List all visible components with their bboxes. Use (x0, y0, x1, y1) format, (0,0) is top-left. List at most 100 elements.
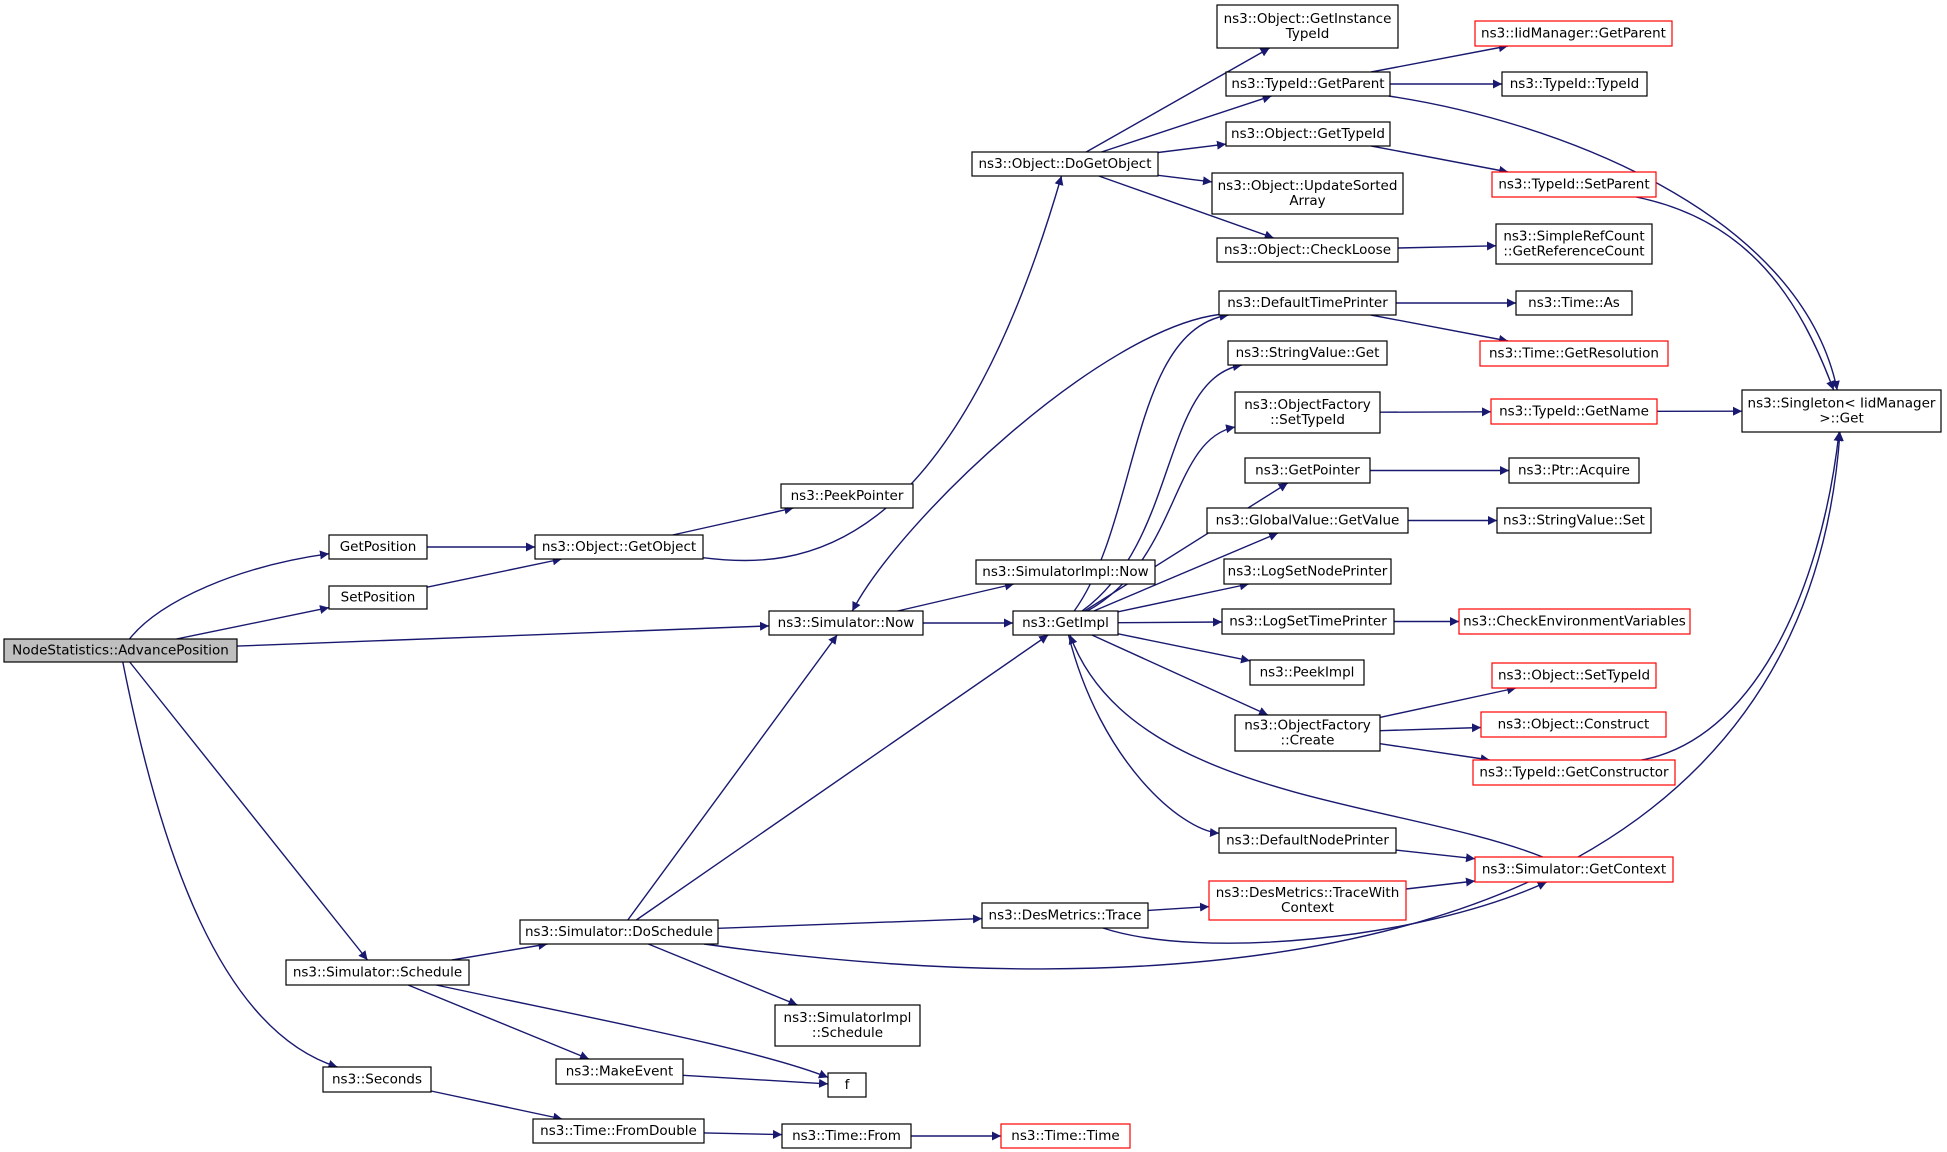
node-box (1458, 608, 1691, 635)
edge-dogetobject-to-object_gettypeid (1157, 140, 1227, 154)
node-typeid-getparent[interactable]: ns3::TypeId::GetParent (1225, 71, 1391, 97)
node-label: ns3::Object::DoGetObject (978, 156, 1151, 172)
node-defaultnodeprinter[interactable]: ns3::DefaultNodePrinter (1218, 827, 1397, 854)
node-dogetobject[interactable]: ns3::Object::DoGetObject (971, 151, 1159, 177)
node-checkenv[interactable]: ns3::CheckEnvironmentVariables (1458, 608, 1691, 635)
node-objectfactory-create[interactable]: ns3::ObjectFactory::Create (1234, 714, 1381, 752)
node-root[interactable]: NodeStatistics::AdvancePosition (3, 638, 238, 663)
node-stringvalue-set[interactable]: ns3::StringValue::Set (1496, 507, 1652, 534)
node-ptr-acquire[interactable]: ns3::Ptr::Acquire (1508, 457, 1640, 484)
node-box (1496, 507, 1652, 534)
edge-checkloose-to-simplerefcount (1397, 241, 1497, 251)
node-typeid-setparent[interactable]: ns3::TypeId::SetParent (1491, 171, 1657, 198)
node-singleton[interactable]: ns3::Singleton< IidManager>::Get (1741, 389, 1942, 433)
edge-layer (122, 43, 1844, 1141)
edge-getimpl-to-objectfactory_create (1091, 634, 1269, 716)
edge-sim_doschedule-to-sim_now (627, 634, 838, 921)
node-label: ::SetTypeId (1270, 412, 1345, 428)
node-box (1223, 558, 1392, 585)
node-getimpl[interactable]: ns3::GetImpl (1012, 610, 1119, 636)
edge-sim_schedule-to-makeevent (407, 984, 590, 1060)
node-box (1216, 237, 1399, 263)
node-label: ns3::Time::From (792, 1128, 901, 1144)
edge-typeid_getparent-to-iidmanager_getparent (1370, 43, 1508, 73)
node-logsetnodeprinter[interactable]: ns3::LogSetNodePrinter (1223, 558, 1392, 585)
node-time-as[interactable]: ns3::Time::As (1515, 290, 1633, 316)
edge-desmetrics_trace-to-desmetrics_tracewith (1147, 902, 1210, 912)
node-makeevent[interactable]: ns3::MakeEvent (555, 1058, 684, 1085)
node-getpointer[interactable]: ns3::GetPointer (1244, 457, 1371, 484)
node-label: ns3::TypeId::GetName (1499, 404, 1649, 420)
node-box (975, 559, 1156, 585)
node-simimpl-schedule[interactable]: ns3::SimulatorImpl::Schedule (774, 1004, 921, 1047)
node-box (1208, 880, 1407, 921)
node-box (1515, 290, 1633, 316)
node-stringvalue-get[interactable]: ns3::StringValue::Get (1227, 340, 1388, 366)
node-box (1225, 121, 1391, 147)
node-box (1221, 608, 1395, 635)
node-label: ns3::Ptr::Acquire (1518, 463, 1630, 479)
node-label: ns3::Simulator::Now (778, 615, 915, 631)
node-label: ns3::CheckEnvironmentVariables (1463, 614, 1686, 630)
node-defaulttimeprinter[interactable]: ns3::DefaultTimePrinter (1218, 290, 1397, 316)
edge-getobject-to-peekpointer (672, 505, 794, 536)
node-label: SetPosition (341, 590, 416, 606)
node-getobject[interactable]: ns3::Object::GetObject (534, 534, 704, 560)
node-box (971, 151, 1159, 177)
node-label: ns3::ObjectFactory (1244, 397, 1371, 413)
node-checkloose[interactable]: ns3::Object::CheckLoose (1216, 237, 1399, 263)
node-seconds[interactable]: ns3::Seconds (322, 1066, 432, 1093)
node-time-getresolution[interactable]: ns3::Time::GetResolution (1479, 340, 1669, 367)
node-time-time[interactable]: ns3::Time::Time (1000, 1123, 1131, 1149)
edge-typeid_getparent-to-singleton (1388, 95, 1840, 391)
node-desmetrics-trace[interactable]: ns3::DesMetrics::Trace (981, 902, 1149, 929)
node-box (780, 483, 914, 509)
node-box (781, 1123, 912, 1149)
node-time-from[interactable]: ns3::Time::From (781, 1123, 912, 1149)
node-label: ns3::StringValue::Set (1503, 513, 1645, 529)
edge-sim_doschedule-to-simimpl_schedule (648, 943, 798, 1006)
node-label: ns3::TypeId::TypeId (1510, 76, 1640, 92)
node-object-construct[interactable]: ns3::Object::Construct (1480, 711, 1667, 738)
node-box (1491, 662, 1657, 689)
node-objectfactory-settypeid[interactable]: ns3::ObjectFactory::SetTypeId (1234, 391, 1381, 434)
node-label: ns3::TypeId::GetConstructor (1479, 765, 1669, 781)
node-box (328, 534, 428, 560)
node-sim-now[interactable]: ns3::Simulator::Now (768, 610, 924, 636)
node-simplerefcount[interactable]: ns3::SimpleRefCount::GetReferenceCount (1495, 223, 1653, 265)
node-time-fromdouble[interactable]: ns3::Time::FromDouble (532, 1118, 705, 1144)
edge-getobject-to-dogetobject (702, 175, 1064, 562)
node-label: ns3::SimulatorImpl::Now (982, 564, 1148, 580)
node-sim-doschedule[interactable]: ns3::Simulator::DoSchedule (519, 919, 719, 945)
node-peekimpl[interactable]: ns3::PeekImpl (1249, 659, 1365, 686)
node-object-settypeid[interactable]: ns3::Object::SetTypeId (1491, 662, 1657, 689)
node-typeid-typeid[interactable]: ns3::TypeId::TypeId (1501, 71, 1648, 97)
node-peekpointer[interactable]: ns3::PeekPointer (780, 483, 914, 509)
node-label: Array (1289, 193, 1325, 209)
node-sim-getcontext[interactable]: ns3::Simulator::GetContext (1474, 856, 1674, 883)
node-label: ns3::LogSetTimePrinter (1229, 614, 1387, 630)
node-layer: NodeStatistics::AdvancePosition GetPositi… (3, 4, 1942, 1149)
node-typeid-getconstructor[interactable]: ns3::TypeId::GetConstructor (1472, 759, 1676, 786)
node-globalvalue-getvalue[interactable]: ns3::GlobalValue::GetValue (1206, 507, 1409, 534)
node-label: ns3::StringValue::Get (1236, 345, 1380, 361)
node-box (1218, 827, 1397, 854)
node-sim-schedule[interactable]: ns3::Simulator::Schedule (285, 959, 470, 986)
node-simimpl-now[interactable]: ns3::SimulatorImpl::Now (975, 559, 1156, 585)
node-typeid-getname[interactable]: ns3::TypeId::GetName (1490, 398, 1658, 425)
node-label: ns3::Object::SetTypeId (1498, 668, 1650, 684)
edge-getimpl-to-defaultnodeprinter (1067, 634, 1220, 837)
node-box (1490, 398, 1658, 425)
node-box (532, 1118, 705, 1144)
node-object-gettypeid[interactable]: ns3::Object::GetTypeId (1225, 121, 1391, 147)
node-logsettimeprinter[interactable]: ns3::LogSetTimePrinter (1221, 608, 1395, 635)
node-setpos[interactable]: SetPosition (328, 585, 428, 610)
node-label: ns3::Time::FromDouble (540, 1123, 697, 1139)
node-getpos[interactable]: GetPosition (328, 534, 428, 560)
node-f[interactable]: f (827, 1072, 867, 1098)
node-iidmanager-getparent[interactable]: ns3::IidManager::GetParent (1474, 20, 1673, 47)
